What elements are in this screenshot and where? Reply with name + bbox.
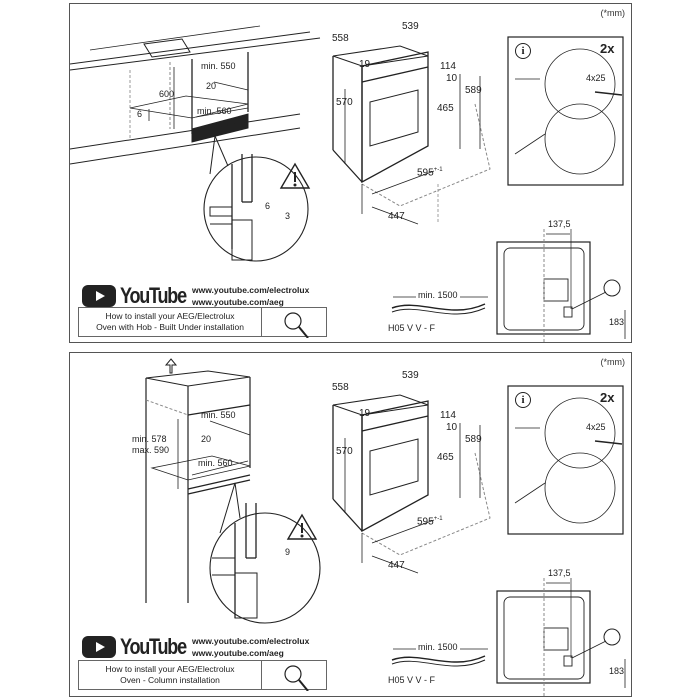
dim-589: 589 (465, 434, 482, 445)
youtube-link-aeg[interactable]: www.youtube.com/aeg (192, 648, 284, 658)
power-symbol-icon (603, 279, 621, 297)
oven-3d (332, 394, 491, 574)
dim-10: 10 (446, 73, 458, 84)
column-panel: (*mm) (69, 352, 632, 698)
screw-size: 4x25 (586, 422, 606, 432)
info-icon: i (515, 43, 531, 59)
dim-570: 570 (336, 446, 353, 457)
dim-539: 539 (402, 21, 419, 32)
cable-type: H05 V V - F (388, 323, 436, 333)
fixing-illustration (514, 397, 623, 524)
column-drawing (145, 358, 626, 698)
rear-offset-x: 137,5 (548, 219, 571, 229)
hob-icon (143, 38, 191, 58)
youtube-logo: YouTube (82, 283, 200, 309)
dim-558: 558 (332, 33, 349, 44)
dim-447: 447 (388, 211, 405, 222)
youtube-logo: YouTube (82, 634, 200, 660)
worktop (70, 25, 321, 71)
dim-589: 589 (465, 85, 482, 96)
rear-offset-y: 183 (609, 317, 625, 327)
column-cabinet (145, 358, 251, 603)
gap-detail (209, 482, 321, 624)
fixing-illustration (514, 48, 623, 175)
youtube-links: www.youtube.com/electrolux www.youtube.c… (192, 635, 309, 659)
dim-114: 114 (440, 410, 456, 421)
dim-539: 539 (402, 370, 419, 381)
fixing-quantity: 2x (600, 390, 615, 405)
dim-19: 19 (359, 59, 371, 70)
dim-558: 558 (332, 382, 349, 393)
warning-icon (286, 513, 318, 540)
gap-detail (203, 134, 311, 262)
built-under-panel: (*mm) (69, 3, 632, 344)
info-icon: i (515, 392, 531, 408)
youtube-link-aeg[interactable]: www.youtube.com/aeg (192, 297, 284, 307)
niche-width: min. 560 (198, 458, 233, 468)
youtube-links: www.youtube.com/electrolux www.youtube.c… (192, 284, 309, 308)
niche (70, 52, 301, 165)
cable-type: H05 V V - F (388, 675, 436, 685)
howto-text: How to install your AEG/Electrolux Oven … (79, 308, 262, 336)
cable-length: min. 1500 (416, 290, 460, 300)
fixing-quantity: 2x (600, 41, 615, 56)
dim-19: 19 (359, 408, 371, 419)
warning-icon (279, 162, 311, 189)
oven-3d (332, 45, 491, 225)
dim-570: 570 (336, 97, 353, 108)
rear-view (496, 578, 626, 698)
youtube-play-icon (82, 636, 116, 658)
howto-box: How to install your AEG/Electrolux Oven … (78, 307, 327, 338)
niche-height: 600 (159, 89, 175, 99)
howto-box: How to install your AEG/Electrolux Oven … (78, 660, 327, 691)
search-icon[interactable] (262, 661, 326, 691)
dim-447: 447 (388, 560, 405, 571)
fixing-box (507, 385, 624, 535)
built-under-drawing (70, 25, 626, 344)
youtube-link-electrolux[interactable]: www.youtube.com/electrolux (192, 636, 310, 646)
dim-595: 595+-1 (417, 167, 443, 179)
niche-offset: 6 (137, 109, 143, 119)
dim-465: 465 (437, 452, 454, 463)
up-arrow-icon (164, 358, 178, 374)
rear-view (496, 229, 626, 344)
niche-depth: min. 550 (201, 410, 236, 420)
unit-note: (*mm) (600, 8, 626, 18)
search-icon[interactable] (262, 308, 326, 338)
power-symbol-icon (603, 628, 621, 646)
screw-size: 4x25 (586, 73, 606, 83)
niche-height-min: min. 578 (132, 434, 167, 444)
cable-length: min. 1500 (416, 642, 460, 652)
detail-gap-3: 3 (285, 211, 291, 221)
fixing-box (507, 36, 624, 186)
dim-10: 10 (446, 422, 458, 433)
rear-offset-x: 137,5 (548, 568, 571, 578)
niche-width: min. 560 (197, 106, 232, 116)
niche-gap: 20 (201, 434, 212, 444)
detail-gap-9: 9 (285, 547, 291, 557)
dim-595: 595+-1 (417, 516, 443, 528)
unit-note: (*mm) (600, 357, 626, 367)
dim-114: 114 (440, 61, 456, 72)
niche-depth: min. 550 (201, 61, 236, 71)
niche-height-max: max. 590 (132, 445, 170, 455)
youtube-play-icon (82, 285, 116, 307)
howto-text: How to install your AEG/Electrolux Oven … (79, 661, 262, 689)
youtube-link-electrolux[interactable]: www.youtube.com/electrolux (192, 285, 310, 295)
niche-gap: 20 (206, 81, 217, 91)
dim-465: 465 (437, 103, 454, 114)
detail-gap-6: 6 (265, 201, 271, 211)
rear-offset-y: 183 (609, 666, 625, 676)
